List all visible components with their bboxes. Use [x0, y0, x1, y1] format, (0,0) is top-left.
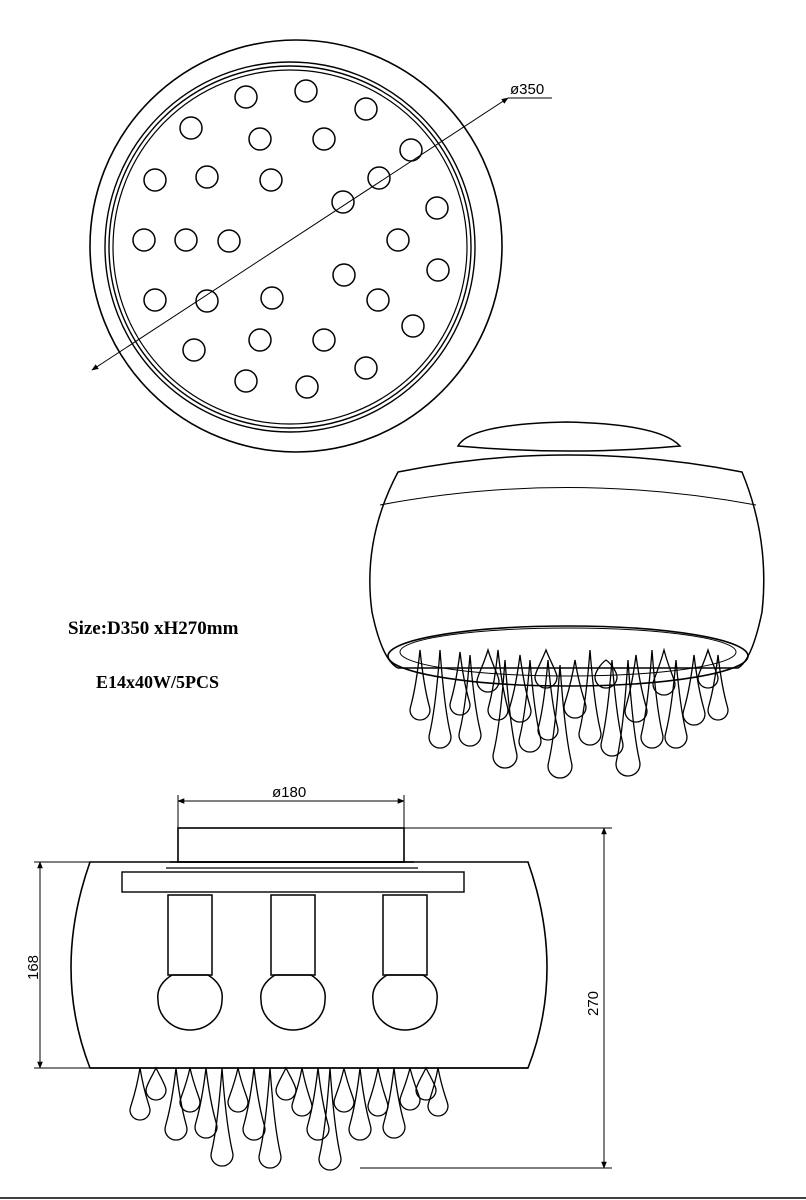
side-view	[34, 795, 612, 1171]
crystal-dot	[331, 190, 355, 214]
crystal-drop	[476, 647, 500, 693]
crystal-dot	[332, 263, 356, 287]
crystal-drop	[306, 1067, 330, 1141]
top-diameter-line	[91, 97, 509, 371]
crystal-dot	[248, 127, 272, 151]
crystal-dot	[132, 228, 156, 252]
crystal-drop	[129, 1067, 151, 1121]
crystal-drop	[275, 1066, 297, 1101]
crystal-drop	[487, 649, 509, 721]
crystal-dot	[179, 116, 203, 140]
crystal-drop	[428, 649, 452, 749]
crystal-dot	[234, 85, 258, 109]
socket	[382, 894, 428, 976]
crystal-dot	[294, 79, 318, 103]
crystal-drop	[427, 1067, 449, 1117]
crystal-drop	[415, 1066, 437, 1101]
crystal-drop	[652, 647, 676, 696]
crystal-drop	[458, 654, 482, 747]
crystal-dot	[425, 196, 449, 220]
total-height-label: 270	[585, 991, 602, 1016]
bulbs	[157, 894, 438, 1031]
perspective-view	[369, 421, 765, 779]
perspective-crystals	[409, 647, 729, 779]
top-diameter-label: ø350	[510, 81, 544, 98]
crystal-drop	[318, 1067, 342, 1171]
crystal-drop	[600, 659, 624, 757]
crystal-dot	[234, 369, 258, 393]
bulb	[260, 974, 326, 1031]
crystal-dot	[366, 288, 390, 312]
crystal-drop	[578, 649, 602, 746]
crystal-dot	[217, 229, 241, 253]
crystal-drop	[194, 1067, 218, 1139]
bulb	[157, 974, 223, 1031]
canopy-diameter-label: ø180	[272, 784, 306, 801]
crystal-drop	[594, 659, 618, 689]
crystal-drop	[707, 654, 729, 721]
crystal-dot	[248, 328, 272, 352]
crystal-drop	[508, 654, 532, 723]
crystal-drop	[563, 659, 587, 719]
crystal-drop	[227, 1067, 249, 1113]
crystal-dot	[143, 288, 167, 312]
bulb	[372, 974, 438, 1031]
crystal-dot	[399, 138, 423, 162]
crystal-drop	[682, 654, 706, 726]
side-crystals	[129, 1066, 449, 1171]
crystal-dot	[354, 97, 378, 121]
crystal-drop	[258, 1067, 282, 1169]
crystal-dot	[174, 228, 198, 252]
crystal-drop	[291, 1067, 313, 1117]
socket	[270, 894, 316, 976]
crystal-drop	[492, 659, 518, 769]
crystal-drop	[164, 1067, 188, 1141]
crystal-dot	[143, 168, 167, 192]
crystal-dot	[195, 289, 219, 313]
crystal-dot	[312, 328, 336, 352]
crystal-drop	[179, 1067, 201, 1113]
crystal-drop	[409, 649, 431, 721]
crystal-drop	[537, 659, 559, 741]
socket	[167, 894, 213, 976]
crystal-dot	[354, 356, 378, 380]
crystal-drop	[449, 651, 471, 716]
crystal-dot	[295, 375, 319, 399]
crystal-dot	[259, 168, 283, 192]
crystal-drop	[640, 649, 664, 749]
crystal-drop	[399, 1067, 421, 1111]
top-crystal-dots	[132, 79, 450, 399]
crystal-drop	[367, 1067, 389, 1117]
crystal-drop	[333, 1067, 355, 1113]
crystal-dot	[182, 338, 206, 362]
top-view	[89, 39, 552, 453]
crystal-drop	[615, 659, 641, 777]
crystal-drop	[210, 1067, 234, 1167]
crystal-drop	[242, 1067, 266, 1141]
crystal-drop	[664, 659, 688, 749]
crystal-dot	[367, 166, 391, 190]
crystal-drop	[534, 648, 558, 689]
crystal-drop	[624, 654, 648, 723]
crystal-dot	[386, 228, 410, 252]
crystal-dot	[195, 165, 219, 189]
crystal-drop	[382, 1067, 406, 1139]
crystal-dot	[312, 127, 336, 151]
size-spec-label: Size:D350 xH270mm	[68, 618, 239, 639]
crystal-drop	[547, 664, 573, 779]
crystal-drop	[348, 1067, 372, 1141]
lamp-spec-label: E14x40W/5PCS	[96, 672, 220, 692]
crystal-dot	[260, 286, 284, 310]
crystal-drop	[145, 1066, 167, 1101]
crystal-dot	[401, 314, 425, 338]
crystal-dot	[426, 258, 450, 282]
crystal-drop	[697, 647, 719, 689]
body-height-label: 168	[25, 955, 42, 980]
